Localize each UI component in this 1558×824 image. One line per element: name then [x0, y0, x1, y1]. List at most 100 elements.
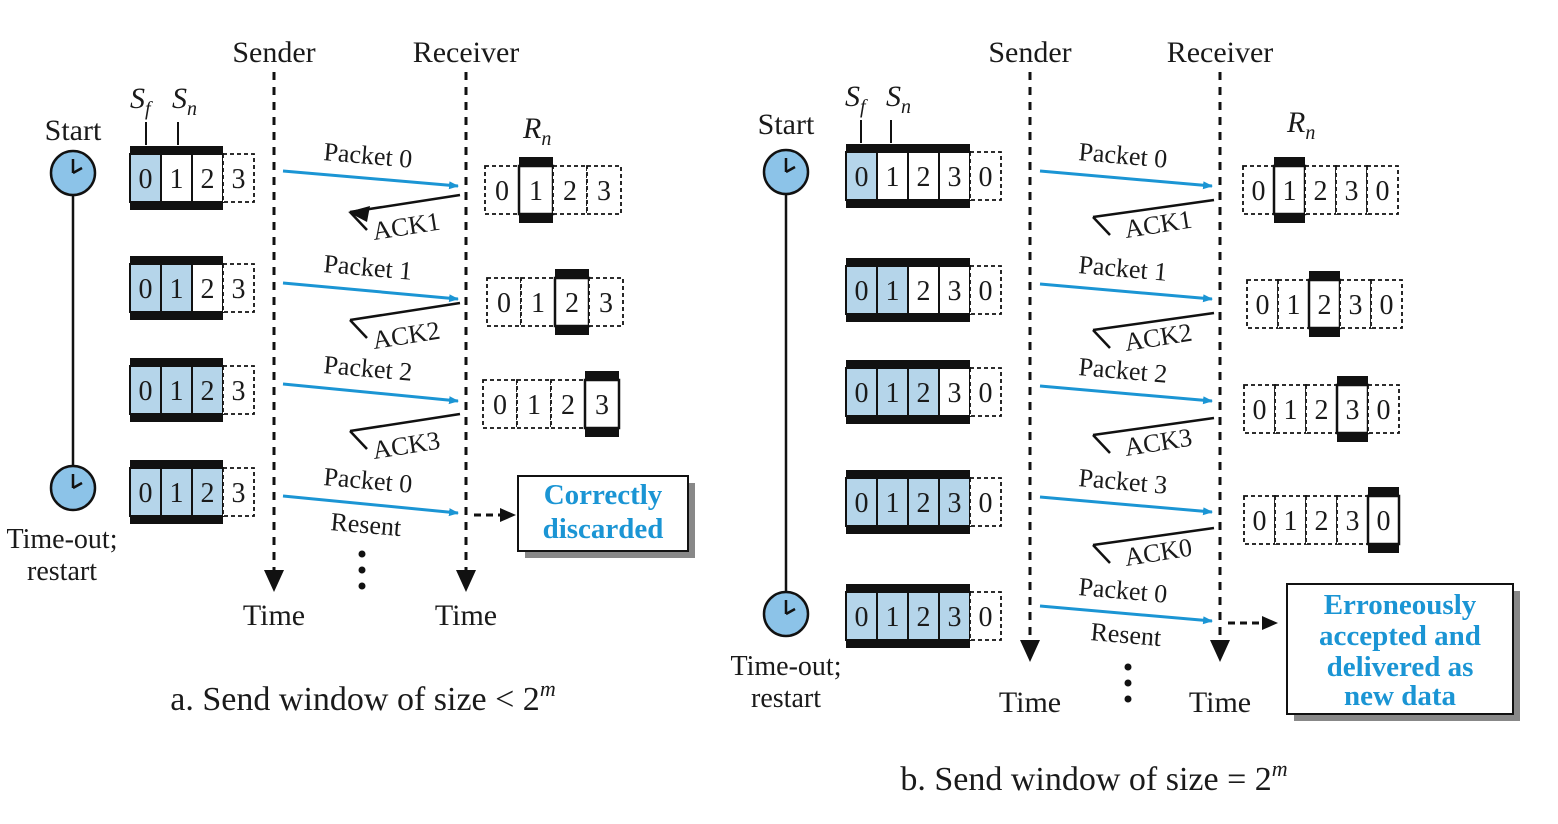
receiver-cell-number: 2 — [1315, 506, 1329, 537]
window-cell-number: 2 — [201, 376, 215, 407]
receiver-cell — [1243, 495, 1276, 545]
window-cell — [222, 263, 255, 313]
sf-label: Sf — [130, 82, 153, 120]
ack-arrow — [1092, 416, 1215, 454]
packet-label: Packet 1 — [322, 249, 413, 286]
receiver-cell — [550, 379, 586, 429]
window-cell-number: 0 — [979, 378, 993, 409]
receiver-cell-number: 1 — [1284, 506, 1298, 537]
window-cell-number: 0 — [979, 488, 993, 519]
receiver-cell-number: 2 — [563, 176, 577, 207]
window-cell-number: 1 — [170, 164, 184, 195]
window-bar — [846, 144, 970, 152]
discard-arrowhead — [500, 508, 516, 522]
receiver-cell — [517, 164, 555, 216]
window-bar — [846, 416, 970, 424]
sender-timeline-arrowhead — [264, 570, 284, 592]
receiver-cell-number: 3 — [595, 390, 609, 421]
window-cell — [969, 367, 1002, 417]
receiver-cell — [1305, 384, 1338, 434]
sender-time-label: Time — [999, 686, 1061, 719]
receiver-cell-number: 1 — [1284, 395, 1298, 426]
receiver-cell — [1366, 165, 1399, 215]
timeout-label-line1: Time-out; — [7, 524, 118, 555]
receiver-cell-number: 1 — [529, 176, 543, 207]
timeout-label-line2: restart — [27, 556, 97, 587]
rn-label: Rn — [1286, 106, 1315, 144]
timeout-label-line1: Time-out; — [731, 651, 842, 682]
window-cell — [969, 265, 1002, 315]
packet-label: Packet 3 — [1077, 463, 1168, 500]
packet-label: Packet 0 — [1077, 137, 1168, 174]
receiver-cell — [486, 277, 522, 327]
window-cell-number: 0 — [979, 276, 993, 307]
receiver-cell-number: 1 — [1287, 290, 1301, 321]
window-cell-number: 0 — [139, 274, 153, 305]
packet-arrow — [1039, 282, 1213, 303]
receiver-cell — [484, 165, 520, 215]
window-cell — [222, 467, 255, 517]
packet-label: Packet 0 — [322, 462, 413, 499]
window-cell-number: 1 — [886, 602, 900, 633]
receiver-cell-number: 0 — [493, 390, 507, 421]
rn-bar — [1309, 328, 1340, 337]
ack-label: ACK3 — [370, 426, 442, 465]
receiver-cell — [1339, 279, 1372, 329]
ack-arrow — [1092, 198, 1215, 236]
window-cell-number: 2 — [917, 488, 931, 519]
packet-label: Packet 0 — [322, 137, 413, 174]
window-cell-number: 3 — [232, 376, 246, 407]
ack-label: ACK1 — [370, 207, 442, 246]
receiver-cell — [1307, 278, 1342, 330]
window-cell-number: 1 — [170, 274, 184, 305]
receiver-cell-number: 2 — [1318, 290, 1332, 321]
window-cell-number: 1 — [170, 478, 184, 509]
window-cell-number: 1 — [886, 162, 900, 193]
window-bar — [130, 358, 223, 366]
window-bar — [130, 146, 223, 154]
window-bar — [846, 258, 970, 266]
window-cell-number: 1 — [170, 376, 184, 407]
window-cell-number: 0 — [139, 478, 153, 509]
packet-arrow — [1039, 384, 1213, 405]
window-cell — [876, 591, 909, 641]
window-cell-number: 3 — [948, 602, 962, 633]
receiver-cell-number: 0 — [1253, 395, 1267, 426]
sender-header: Sender — [232, 36, 315, 69]
receiver-cell — [1370, 279, 1403, 329]
receiver-header: Receiver — [413, 36, 520, 69]
window-cell — [938, 591, 971, 641]
window-cell-number: 0 — [855, 378, 869, 409]
packet-arrow — [1039, 169, 1213, 190]
rn-bar — [1368, 487, 1399, 496]
window-cell — [969, 477, 1002, 527]
window-cell-number: 2 — [201, 274, 215, 305]
sender-time-label: Time — [243, 599, 305, 632]
ellipsis-dots — [358, 550, 366, 590]
window-bar — [130, 256, 223, 264]
timeout-label-line2: restart — [751, 683, 821, 714]
packet-label: Packet 2 — [322, 350, 413, 387]
window-cell — [876, 151, 909, 201]
window-cell — [938, 477, 971, 527]
receiver-cell-number: 3 — [599, 288, 613, 319]
panel-a: Sender Receiver Time Time Start Time-out… — [7, 36, 695, 718]
window-cell-number: 0 — [139, 164, 153, 195]
receiver-cell-number: 0 — [1253, 506, 1267, 537]
window-cell-number: 2 — [917, 162, 931, 193]
window-cell-number: 2 — [201, 478, 215, 509]
sender-header: Sender — [988, 36, 1071, 69]
window-bar — [846, 640, 970, 648]
packet-arrow — [282, 494, 459, 517]
